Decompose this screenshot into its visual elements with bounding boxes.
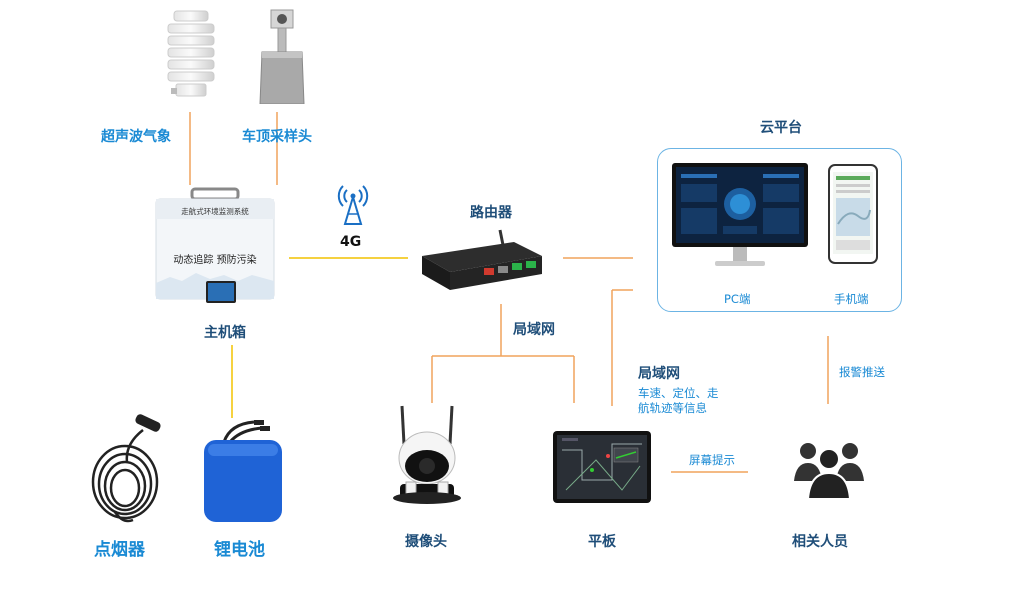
battery-icon bbox=[204, 420, 282, 522]
label-4g: 4G bbox=[340, 234, 362, 250]
label-lan-note-line-2: 航轨迹等信息 bbox=[638, 401, 707, 415]
label-lan-1: 局域网 bbox=[513, 322, 555, 338]
label-cigarette-lighter: 点烟器 bbox=[94, 540, 145, 560]
host-box: 走航式环境监测系统 动态追踪 预防污染 bbox=[150, 183, 280, 315]
personnel-icon bbox=[794, 443, 864, 500]
label-lan-note-line-1: 车速、定位、走 bbox=[638, 386, 719, 400]
mobile-phone-icon bbox=[828, 164, 878, 264]
label-personnel: 相关人员 bbox=[792, 534, 848, 550]
label-pc: PC端 bbox=[724, 292, 751, 306]
cigarette-lighter-icon bbox=[91, 414, 161, 523]
host-box-slogan: 动态追踪 预防污染 bbox=[173, 255, 257, 266]
label-mobile: 手机端 bbox=[834, 292, 869, 306]
cloud-platform-box bbox=[657, 148, 902, 312]
sampler-icon bbox=[259, 9, 305, 104]
label-cloud-platform: 云平台 bbox=[760, 120, 802, 136]
weather-sensor-icon bbox=[167, 10, 215, 97]
router-icon bbox=[422, 229, 542, 290]
pc-monitor-icon bbox=[672, 163, 808, 266]
label-screen-prompt: 屏幕提示 bbox=[689, 453, 735, 467]
host-box-title: 走航式环境监测系统 bbox=[181, 207, 249, 216]
label-camera: 摄像头 bbox=[405, 534, 447, 550]
cell-tower-icon bbox=[337, 185, 369, 225]
camera-icon bbox=[393, 405, 461, 504]
label-tablet: 平板 bbox=[588, 534, 616, 550]
label-router: 路由器 bbox=[470, 205, 512, 221]
label-host-box: 主机箱 bbox=[204, 325, 246, 341]
label-roof-sampler: 车顶采样头 bbox=[242, 129, 312, 145]
label-alarm-push: 报警推送 bbox=[839, 365, 885, 379]
label-lan-2: 局域网 bbox=[638, 366, 680, 382]
label-ultrasonic-weather: 超声波气象 bbox=[101, 129, 171, 145]
tablet-icon bbox=[553, 431, 651, 503]
label-lithium-battery: 锂电池 bbox=[214, 540, 265, 560]
